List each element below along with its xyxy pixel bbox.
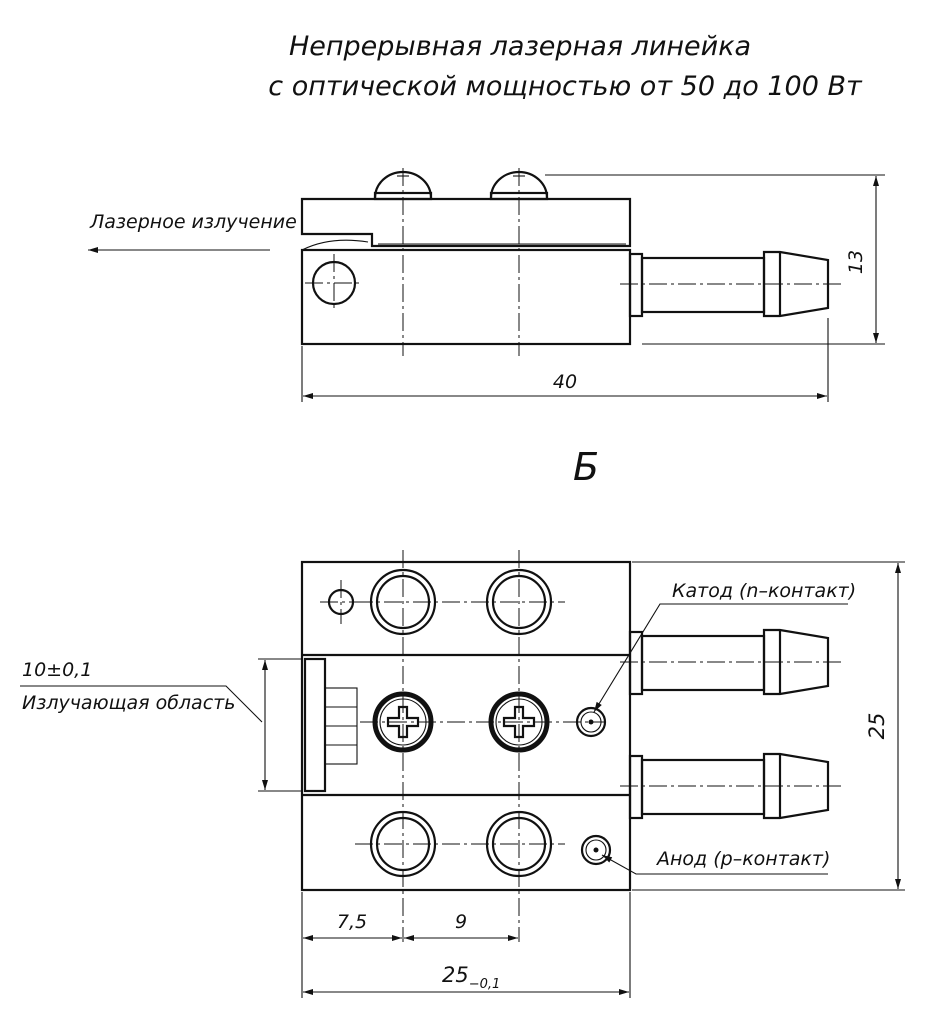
dim-13-label: 13 — [845, 250, 867, 274]
fitting-upper — [620, 628, 845, 696]
anode-contact — [580, 834, 612, 866]
fitting-lower — [620, 752, 845, 820]
emit-leader — [20, 685, 263, 723]
anode-leader — [601, 854, 828, 875]
dim-9-label: 9 — [455, 911, 467, 933]
cathode-contact — [575, 706, 607, 738]
emitter-strip — [303, 657, 327, 793]
dim-40-label: 40 — [553, 371, 577, 393]
dim-25-base: 25 — [442, 963, 469, 987]
title-line-2: с оптической мощностью от 50 до 100 Вт — [268, 71, 863, 102]
base-block — [300, 248, 632, 346]
laser-bar-chip — [301, 239, 369, 251]
top-view: Катод (n–контакт) Анод (p–контакт) 10±0,… — [20, 550, 905, 998]
cathode-label: Катод (n–контакт) — [672, 580, 856, 602]
anode-label: Анод (p–контакт) — [655, 848, 830, 870]
dim-25-horizontal-label: 25−0,1 — [442, 963, 500, 992]
clamp-plate — [300, 197, 632, 248]
emit-tolerance: 10±0,1 — [22, 659, 92, 681]
title-line-1: Непрерывная лазерная линейка — [289, 31, 751, 62]
cathode-leader — [593, 603, 848, 713]
dim-7-5-label: 7,5 — [337, 911, 367, 933]
beam-label: Лазерное излучение — [89, 211, 297, 233]
view-label: Б — [573, 445, 599, 489]
emit-label: Излучающая область — [22, 692, 235, 714]
dim-25-vertical-label: 25 — [865, 713, 889, 740]
side-view: Лазерное излучение 40 13 — [88, 168, 885, 402]
dim-25-tolerance: −0,1 — [469, 977, 501, 992]
top-block — [300, 560, 632, 892]
